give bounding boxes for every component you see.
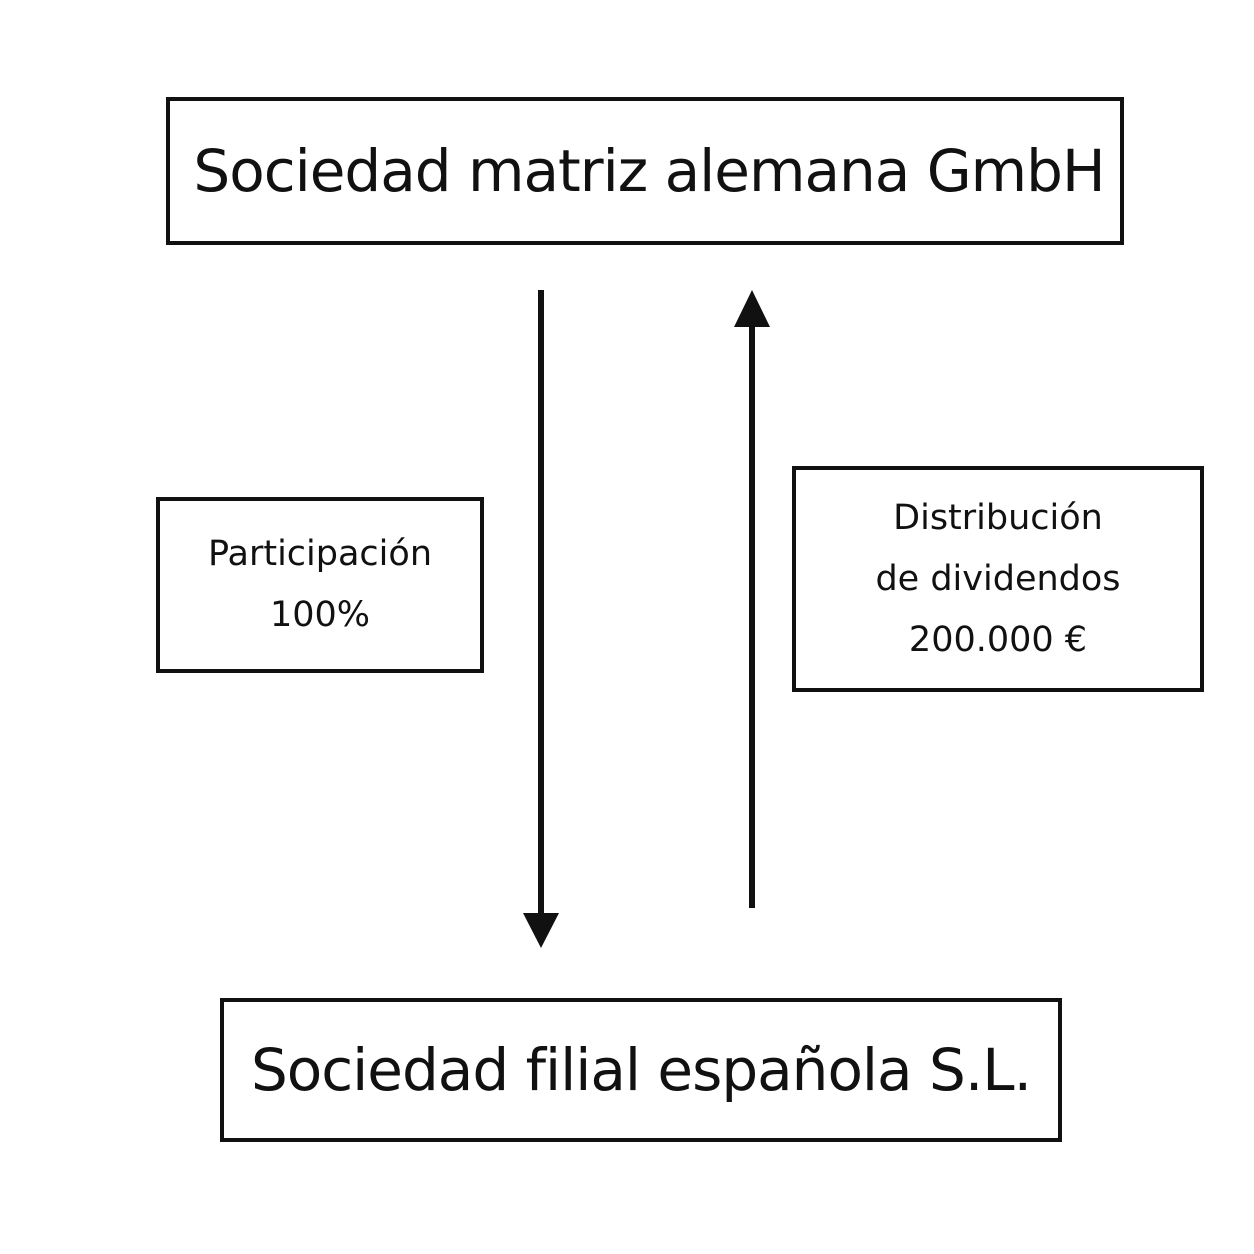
dividend-arrow [734, 290, 770, 908]
dividend-box: Distribución de dividendos 200.000 € [792, 466, 1204, 692]
parent-company-label: Sociedad matriz alemana GmbH [193, 137, 1105, 205]
parent-company-box: Sociedad matriz alemana GmbH [166, 97, 1124, 245]
ownership-box: Participación 100% [156, 497, 484, 673]
ownership-arrow [523, 290, 559, 948]
ownership-arrow-head [523, 913, 559, 948]
dividend-label-line2: de dividendos [875, 558, 1121, 599]
dividend-amount: 200.000 € [908, 619, 1088, 660]
subsidiary-company-label: Sociedad filial española S.L. [250, 1036, 1032, 1104]
ownership-percentage: 100% [269, 595, 371, 635]
ownership-label: Participación [207, 534, 432, 574]
dividend-label-line1: Distribución [893, 497, 1103, 538]
dividend-arrow-head [734, 290, 770, 327]
subsidiary-company-box: Sociedad filial española S.L. [220, 998, 1062, 1142]
